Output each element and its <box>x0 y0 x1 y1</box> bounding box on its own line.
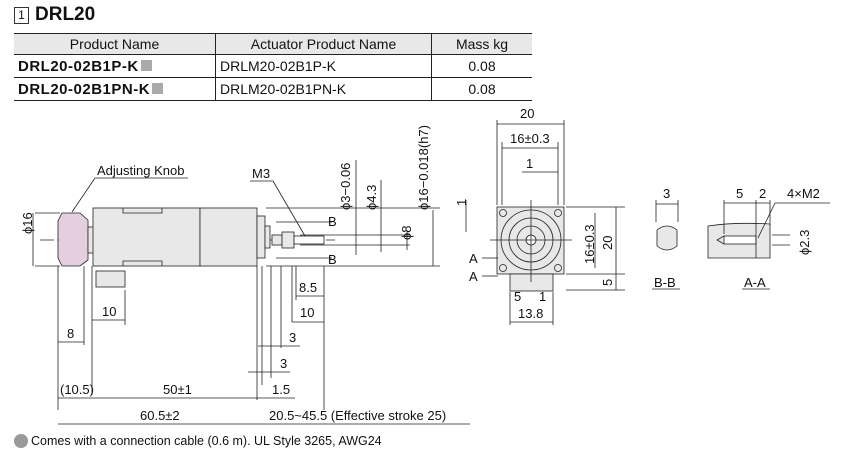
section-a-top: A <box>469 251 478 266</box>
dim-5: 5 <box>600 279 615 286</box>
motor-body <box>92 207 201 267</box>
section-aa: 5 2 4×M2 ϕ2.3 A-A <box>707 186 830 290</box>
dim-width-20: 20 <box>520 106 534 121</box>
actuator-body <box>199 207 258 267</box>
section-bb: 3 B-B <box>652 186 680 290</box>
dim-height-16: 16±0.3 <box>582 224 597 264</box>
dim-phi8: ϕ8 <box>399 225 414 240</box>
mass-cell: 0.08 <box>431 54 532 78</box>
bb-label: B-B <box>654 275 676 290</box>
pin-5-label: 5 <box>514 289 521 304</box>
adjusting-knob <box>57 212 89 267</box>
dim-1-vertical: 1 <box>454 199 469 206</box>
dim-phi3: ϕ3−0.06 <box>338 163 353 210</box>
dim-aa-5: 5 <box>736 186 743 201</box>
dim-10-shaft: 10 <box>300 305 314 320</box>
mass-cell: 0.08 <box>431 77 532 101</box>
dim-3b: 3 <box>280 356 287 371</box>
product-cell: DRL20-02B1P-K <box>14 54 216 78</box>
suffix-box <box>152 82 164 94</box>
section-a-bottom: A <box>469 269 478 284</box>
actuator-cell: DRLM20-02B1PN-K <box>215 77 432 101</box>
dim-50: 50±1 <box>163 382 192 397</box>
m3-label: M3 <box>252 166 270 181</box>
dim-phi16: ϕ16 <box>20 212 35 234</box>
footnote-text: Comes with a connection cable (0.6 m). U… <box>31 434 382 448</box>
dim-1-horizontal: 1 <box>526 156 533 171</box>
dim-bb-3: 3 <box>663 186 670 201</box>
dim-8-5: 8.5 <box>299 280 317 295</box>
dim-8: 8 <box>67 326 74 341</box>
title-text: DRL20 <box>35 4 96 25</box>
section-b-top: B <box>328 214 337 229</box>
dim-phi16-h7: ϕ16−0.018(h7) <box>416 125 431 210</box>
actuator-cell: DRLM20-02B1P-K <box>215 54 432 78</box>
dim-aa-2: 2 <box>759 186 766 201</box>
col-mass: Mass kg <box>431 33 532 55</box>
side-view: ϕ16 Adjusting Knob M3 ϕ3−0.06 ϕ4.3 ϕ16−0… <box>20 125 470 425</box>
dim-10-body: 10 <box>102 304 116 319</box>
bullet-icon <box>14 434 28 448</box>
col-actuator: Actuator Product Name <box>215 33 432 55</box>
dim-width-16: 16±0.3 <box>510 131 550 146</box>
dim-4xm2: 4×M2 <box>787 186 820 201</box>
dim-3a: 3 <box>289 330 296 345</box>
product-cell: DRL20-02B1PN-K <box>14 77 216 101</box>
suffix-box <box>140 59 152 71</box>
knob-label: Adjusting Knob <box>97 163 184 178</box>
section-b-bottom: B <box>328 252 337 267</box>
section-title: 1 DRL20 <box>14 4 95 26</box>
dim-stroke: 20.5~45.5 (Effective stroke 25) <box>269 408 446 423</box>
footnote: Comes with a connection cable (0.6 m). U… <box>14 434 382 448</box>
connector <box>95 270 126 288</box>
dim-height-20: 20 <box>600 236 615 250</box>
dim-1-5: 1.5 <box>272 382 290 397</box>
aa-label: A-A <box>744 275 766 290</box>
dim-60-5: 60.5±2 <box>140 408 180 423</box>
front-view: 20 16±0.3 1 1 A A 16±0.3 20 5 5 1 13.8 <box>454 106 625 325</box>
section-number: 1 <box>14 6 29 24</box>
dim-13-8: 13.8 <box>518 306 543 321</box>
product-name: DRL20-02B1P-K <box>18 57 139 75</box>
pin-1-label: 1 <box>539 289 546 304</box>
dim-phi43: ϕ4.3 <box>364 185 379 210</box>
dim-phi2-3: ϕ2.3 <box>797 230 812 255</box>
dim-10-5: (10.5) <box>60 382 94 397</box>
col-product: Product Name <box>14 33 216 55</box>
product-name: DRL20-02B1PN-K <box>18 80 151 98</box>
